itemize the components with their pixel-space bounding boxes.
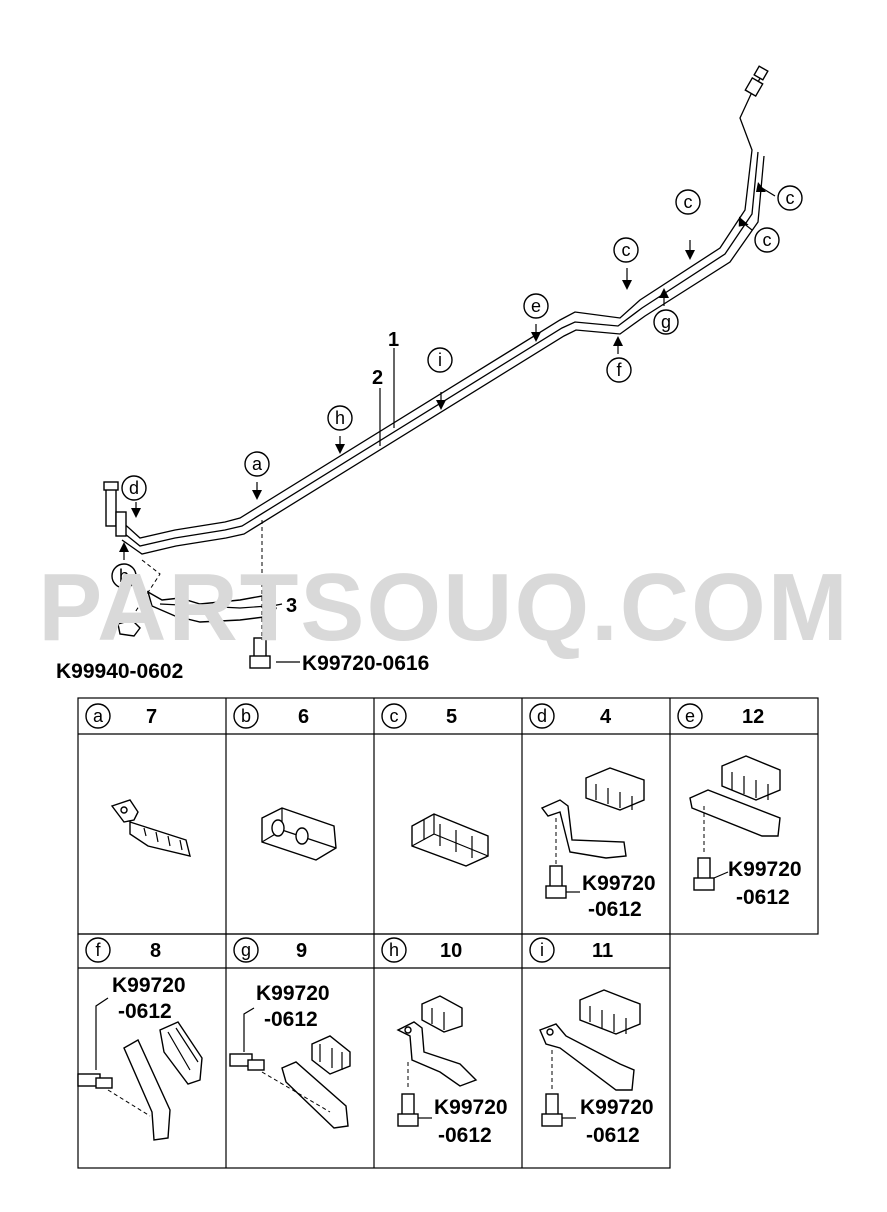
callout-h: h: [327, 405, 353, 431]
label-part-2: 2: [372, 367, 383, 389]
svg-text:9: 9: [296, 940, 307, 962]
svg-text:a: a: [252, 454, 263, 474]
callout-c4: c: [777, 185, 803, 211]
svg-text:c: c: [786, 188, 795, 208]
svg-text:e: e: [531, 296, 541, 316]
svg-text:K99720: K99720: [256, 982, 330, 1005]
svg-text:-0612: -0612: [736, 886, 790, 909]
svg-text:b: b: [119, 566, 129, 586]
svg-text:i: i: [540, 940, 544, 960]
svg-text:K99720: K99720: [582, 872, 656, 895]
clamp-7-illustration: [110, 799, 191, 857]
callout-f: f: [606, 357, 632, 383]
svg-text:a: a: [93, 706, 104, 726]
part-number-clip: K99940-0602: [56, 660, 183, 683]
svg-text:-0612: -0612: [438, 1124, 492, 1147]
svg-text:c: c: [763, 230, 772, 250]
svg-text:f: f: [616, 360, 622, 380]
part-number-bolt: K99720-0616: [302, 652, 429, 675]
arrows: [119, 182, 776, 609]
svg-text:12: 12: [742, 706, 764, 728]
clamp-8-illustration: K99720 -0612: [77, 974, 203, 1141]
callout-b: b: [111, 563, 137, 589]
callout-d: d: [121, 475, 147, 501]
svg-text:h: h: [389, 940, 399, 960]
clamp-11-illustration: K99720 -0612: [539, 989, 654, 1147]
svg-text:b: b: [241, 706, 251, 726]
clamp-9-illustration: K99720 -0612: [229, 982, 351, 1129]
svg-text:d: d: [129, 478, 139, 498]
callout-e: e: [523, 293, 549, 319]
label-part-3: 3: [286, 595, 297, 617]
callout-c3: c: [754, 227, 780, 253]
bolt-k99720-0616: [249, 637, 271, 669]
svg-text:c: c: [390, 706, 399, 726]
svg-text:c: c: [684, 192, 693, 212]
callout-c1: c: [613, 237, 639, 263]
clamp-12-illustration: K99720 -0612: [689, 755, 802, 909]
svg-text:K99720: K99720: [728, 858, 802, 881]
clamp-5-illustration: [411, 813, 489, 867]
svg-text:10: 10: [440, 940, 462, 962]
svg-text:g: g: [661, 312, 671, 332]
svg-text:11: 11: [592, 940, 613, 962]
clamp-6-illustration: [261, 807, 337, 861]
watermark: PARTSOUQ.COM: [38, 554, 850, 661]
svg-text:-0612: -0612: [586, 1124, 640, 1147]
callout-g: g: [653, 309, 679, 335]
svg-text:8: 8: [150, 940, 161, 962]
svg-text:K99720: K99720: [434, 1096, 508, 1119]
callout-i: i: [427, 347, 453, 373]
svg-text:-0612: -0612: [264, 1008, 318, 1031]
svg-text:f: f: [95, 940, 101, 960]
clip-k99940-0602: [117, 619, 141, 637]
svg-text:c: c: [622, 240, 631, 260]
svg-text:-0612: -0612: [588, 898, 642, 921]
clamp-4-illustration: K99720 -0612: [540, 767, 656, 921]
svg-text:6: 6: [298, 706, 309, 728]
label-part-1: 1: [388, 329, 399, 351]
brake-pipe-assembly: [103, 65, 769, 669]
table-header-i: i 11: [529, 937, 613, 963]
svg-text:K99720: K99720: [580, 1096, 654, 1119]
callout-c2: c: [675, 189, 701, 215]
svg-text:-0612: -0612: [118, 1000, 172, 1023]
callout-a: a: [244, 451, 270, 477]
table-header-e: e 12: [677, 703, 764, 729]
svg-text:5: 5: [446, 706, 457, 728]
svg-text:g: g: [241, 940, 251, 960]
svg-text:7: 7: [146, 706, 157, 728]
svg-text:4: 4: [600, 706, 612, 728]
table-header-h: h 10: [381, 937, 462, 963]
svg-text:e: e: [685, 706, 695, 726]
callouts: c c c c e i h a d b f g: [111, 185, 803, 589]
svg-text:d: d: [537, 706, 547, 726]
parts-table: [77, 697, 819, 1169]
svg-text:i: i: [438, 350, 442, 370]
svg-text:h: h: [335, 408, 345, 428]
svg-text:K99720: K99720: [112, 974, 186, 997]
clamp-10-illustration: K99720 -0612: [396, 995, 508, 1147]
